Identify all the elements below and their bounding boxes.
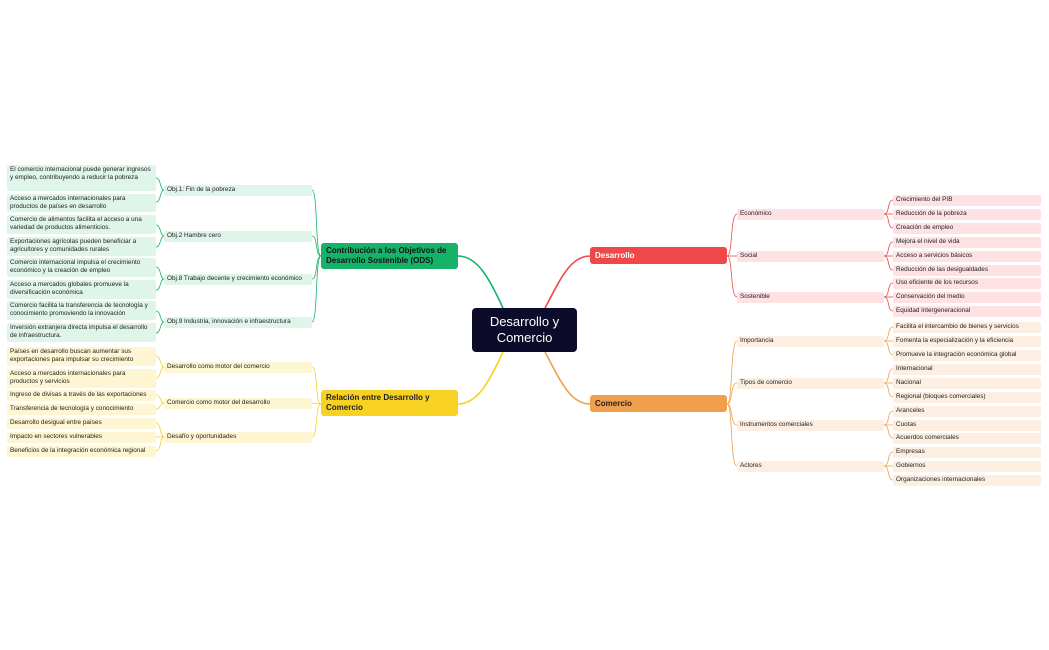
- central-topic-label: Desarrollo y Comercio: [489, 314, 560, 345]
- leaf-node[interactable]: Reducción de la pobreza: [893, 209, 1041, 220]
- link-ods: [457, 255, 504, 309]
- leaf-node[interactable]: Exportaciones agrícolas pueden beneficia…: [7, 237, 156, 256]
- leaf-node[interactable]: Comercio internacional impulsa el crecim…: [7, 258, 156, 277]
- leaf-node[interactable]: Beneficios de la integración económica r…: [7, 446, 156, 457]
- branch-desarrollo[interactable]: Desarrollo: [590, 247, 727, 264]
- node-economico[interactable]: Económico: [737, 209, 884, 220]
- node-importancia[interactable]: Importancia: [737, 336, 884, 347]
- leaf-node[interactable]: Creación de empleo: [893, 223, 1041, 234]
- node-tipos-de-comercio[interactable]: Tipos de comercio: [737, 378, 884, 389]
- leaf-node[interactable]: Regional (bloques comerciales): [893, 392, 1041, 403]
- leaf-node[interactable]: Cuotas: [893, 420, 1041, 431]
- leaf-node[interactable]: Internacional: [893, 364, 1041, 375]
- node-social[interactable]: Social: [737, 251, 884, 262]
- node-comercio-motor[interactable]: Comercio como motor del desarrollo: [164, 398, 312, 409]
- leaf-node[interactable]: Nacional: [893, 378, 1041, 389]
- link-desarrollo: [544, 255, 591, 309]
- leaf-node[interactable]: Crecimiento del PIB: [893, 195, 1041, 206]
- node-obj9[interactable]: Obj.9 Industria, innovación e infraestru…: [164, 317, 312, 328]
- leaf-node[interactable]: Acceso a servicios básicos: [893, 251, 1041, 262]
- leaf-node[interactable]: Desarrollo desigual entre países: [7, 418, 156, 429]
- link-comercio: [544, 351, 591, 405]
- node-obj8[interactable]: Obj.8 Trabajo decente y crecimiento econ…: [164, 274, 312, 285]
- central-topic[interactable]: Desarrollo y Comercio: [472, 308, 577, 352]
- leaf-node[interactable]: El comercio internacional puede generar …: [7, 165, 156, 191]
- node-obj1[interactable]: Obj.1: Fin de la pobreza: [164, 185, 312, 196]
- branch-relacion[interactable]: Relación entre Desarrollo y Comercio: [321, 390, 458, 416]
- leaf-node[interactable]: Comercio de alimentos facilita el acceso…: [7, 215, 156, 234]
- leaf-node[interactable]: Facilita el intercambio de bienes y serv…: [893, 322, 1041, 333]
- leaf-node[interactable]: Organizaciones internacionales: [893, 475, 1041, 486]
- leaf-node[interactable]: Ingreso de divisas a través de las expor…: [7, 390, 156, 401]
- leaf-node[interactable]: Uso eficiente de los recursos: [893, 278, 1041, 289]
- node-desarrollo-motor[interactable]: Desarrollo como motor del comercio: [164, 362, 312, 373]
- leaf-node[interactable]: Gobiernos: [893, 461, 1041, 472]
- leaf-node[interactable]: Empresas: [893, 447, 1041, 458]
- leaf-node[interactable]: Acuerdos comerciales: [893, 433, 1041, 444]
- branch-ods[interactable]: Contribución a los Objetivos de Desarrol…: [321, 243, 458, 269]
- leaf-node[interactable]: Acceso a mercados internacionales para p…: [7, 369, 156, 388]
- node-obj2[interactable]: Obj.2 Hambre cero: [164, 231, 312, 242]
- leaf-node[interactable]: Conservación del medio: [893, 292, 1041, 303]
- leaf-node[interactable]: Mejora el nivel de vida: [893, 237, 1041, 248]
- leaf-node[interactable]: Acceso a mercados globales promueve la d…: [7, 280, 156, 299]
- leaf-node[interactable]: Impacto en sectores vulnerables: [7, 432, 156, 443]
- leaf-node[interactable]: Países en desarrollo buscan aumentar sus…: [7, 347, 156, 366]
- branch-comercio[interactable]: Comercio: [590, 395, 727, 412]
- leaf-node[interactable]: Comercio facilita la transferencia de te…: [7, 301, 156, 320]
- leaf-node[interactable]: Acceso a mercados internacionales para p…: [7, 194, 156, 212]
- node-sostenible[interactable]: Sostenible: [737, 292, 884, 303]
- leaf-node[interactable]: Reducción de las desigualdades: [893, 265, 1041, 276]
- node-desafio[interactable]: Desafío y oportunidades: [164, 432, 312, 443]
- leaf-node[interactable]: Aranceles: [893, 406, 1041, 417]
- leaf-node[interactable]: Equidad intergeneracional: [893, 306, 1041, 317]
- leaf-node[interactable]: Fomenta la especialización y la eficienc…: [893, 336, 1041, 347]
- node-actores[interactable]: Actores: [737, 461, 884, 472]
- leaf-node[interactable]: Transferencia de tecnología y conocimien…: [7, 404, 156, 415]
- leaf-node[interactable]: Inversión extranjera directa impulsa el …: [7, 323, 156, 342]
- node-instrumentos-comerciales[interactable]: Instrumentos comerciales: [737, 420, 884, 431]
- link-relacion: [457, 351, 504, 405]
- leaf-node[interactable]: Promueve la integración económica global: [893, 350, 1041, 361]
